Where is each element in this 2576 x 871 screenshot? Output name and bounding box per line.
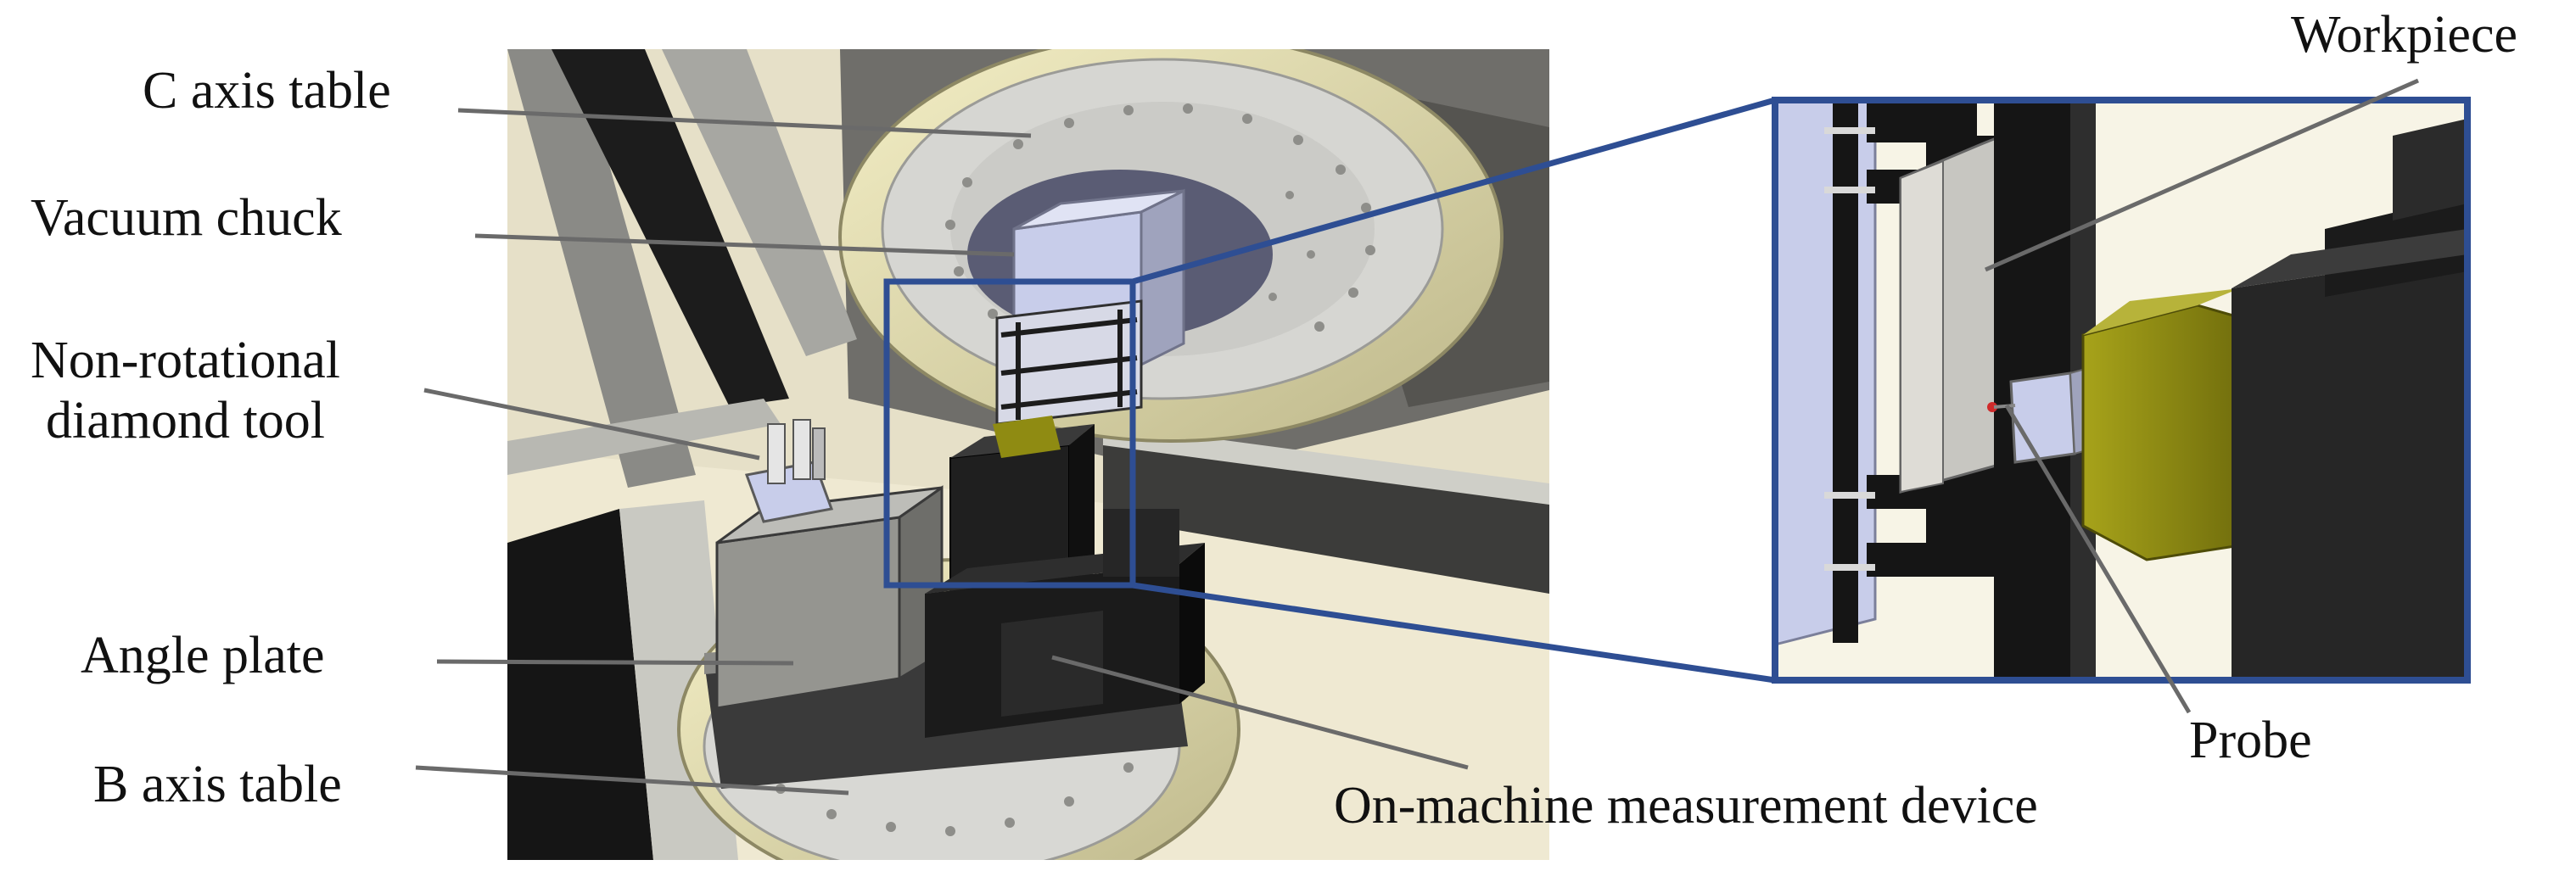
main-render	[507, 49, 1549, 860]
label-c-axis-table: C axis table	[143, 62, 391, 120]
focus-rectangle	[883, 278, 1136, 589]
zoom-connector-bottom	[1132, 582, 1776, 684]
leader-angle-plate	[436, 659, 794, 666]
label-b-axis-table: B axis table	[93, 756, 342, 813]
zoom-inset	[1775, 100, 2467, 680]
label-vacuum-chuck: Vacuum chuck	[31, 189, 342, 247]
label-non-rotational-tool: Non-rotational diamond tool	[31, 331, 340, 452]
leader-b-axis-table	[415, 765, 849, 796]
leader-measurement-device	[1051, 655, 1469, 770]
zoom-inset-frame	[1772, 97, 2471, 684]
label-measurement-device: On-machine measurement device	[1334, 777, 2038, 835]
zoom-connector-top	[1132, 97, 1776, 285]
leader-lines	[415, 78, 2420, 796]
leader-vacuum-chuck	[474, 233, 1015, 257]
label-angle-plate: Angle plate	[81, 627, 325, 684]
label-non-rotational-tool-line2: diamond tool	[46, 392, 325, 450]
leader-non-rotational-tool	[423, 388, 760, 461]
label-workpiece: Workpiece	[2291, 6, 2517, 64]
leader-c-axis-table	[457, 108, 1032, 138]
leader-workpiece	[1984, 78, 2420, 272]
label-probe: Probe	[2189, 712, 2312, 769]
c-table-holes	[945, 103, 1375, 332]
leader-probe	[2004, 404, 2192, 714]
label-non-rotational-tool-line1: Non-rotational	[31, 332, 341, 389]
